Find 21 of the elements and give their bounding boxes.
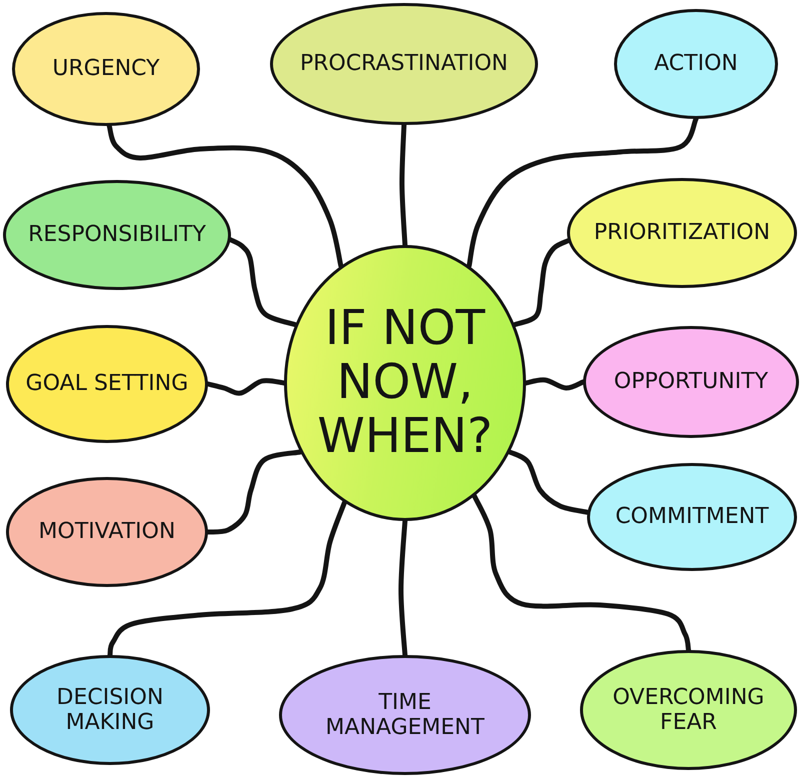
- topic-label: MOTIVATION: [38, 519, 176, 545]
- topic-label: OPPORTUNITY: [614, 369, 768, 395]
- topic-label: PRIORITIZATION: [594, 220, 770, 246]
- topic-label: TIME MANAGEMENT: [324, 690, 486, 740]
- topic-label: COMMITMENT: [615, 504, 769, 530]
- connector-line: [398, 518, 408, 658]
- topic-label: GOAL SETTING: [26, 371, 188, 397]
- topic-label: ACTION: [654, 51, 738, 77]
- connector-line: [507, 450, 590, 515]
- topic-label: URGENCY: [52, 56, 160, 82]
- connector-line: [400, 122, 408, 248]
- connector-line: [472, 494, 691, 652]
- topic-label: PROCRASTINATION: [300, 51, 508, 77]
- topic-label: RESPONSIBILITY: [28, 222, 206, 248]
- topic-label: DECISION MAKING: [56, 684, 164, 736]
- connector-line: [228, 237, 298, 328]
- connector-line: [206, 378, 286, 396]
- topic-label: OVERCOMING FEAR: [612, 684, 766, 736]
- connector-line: [206, 450, 303, 534]
- central-question: IF NOT NOW, WHEN?: [316, 302, 494, 464]
- connector-line: [524, 377, 586, 390]
